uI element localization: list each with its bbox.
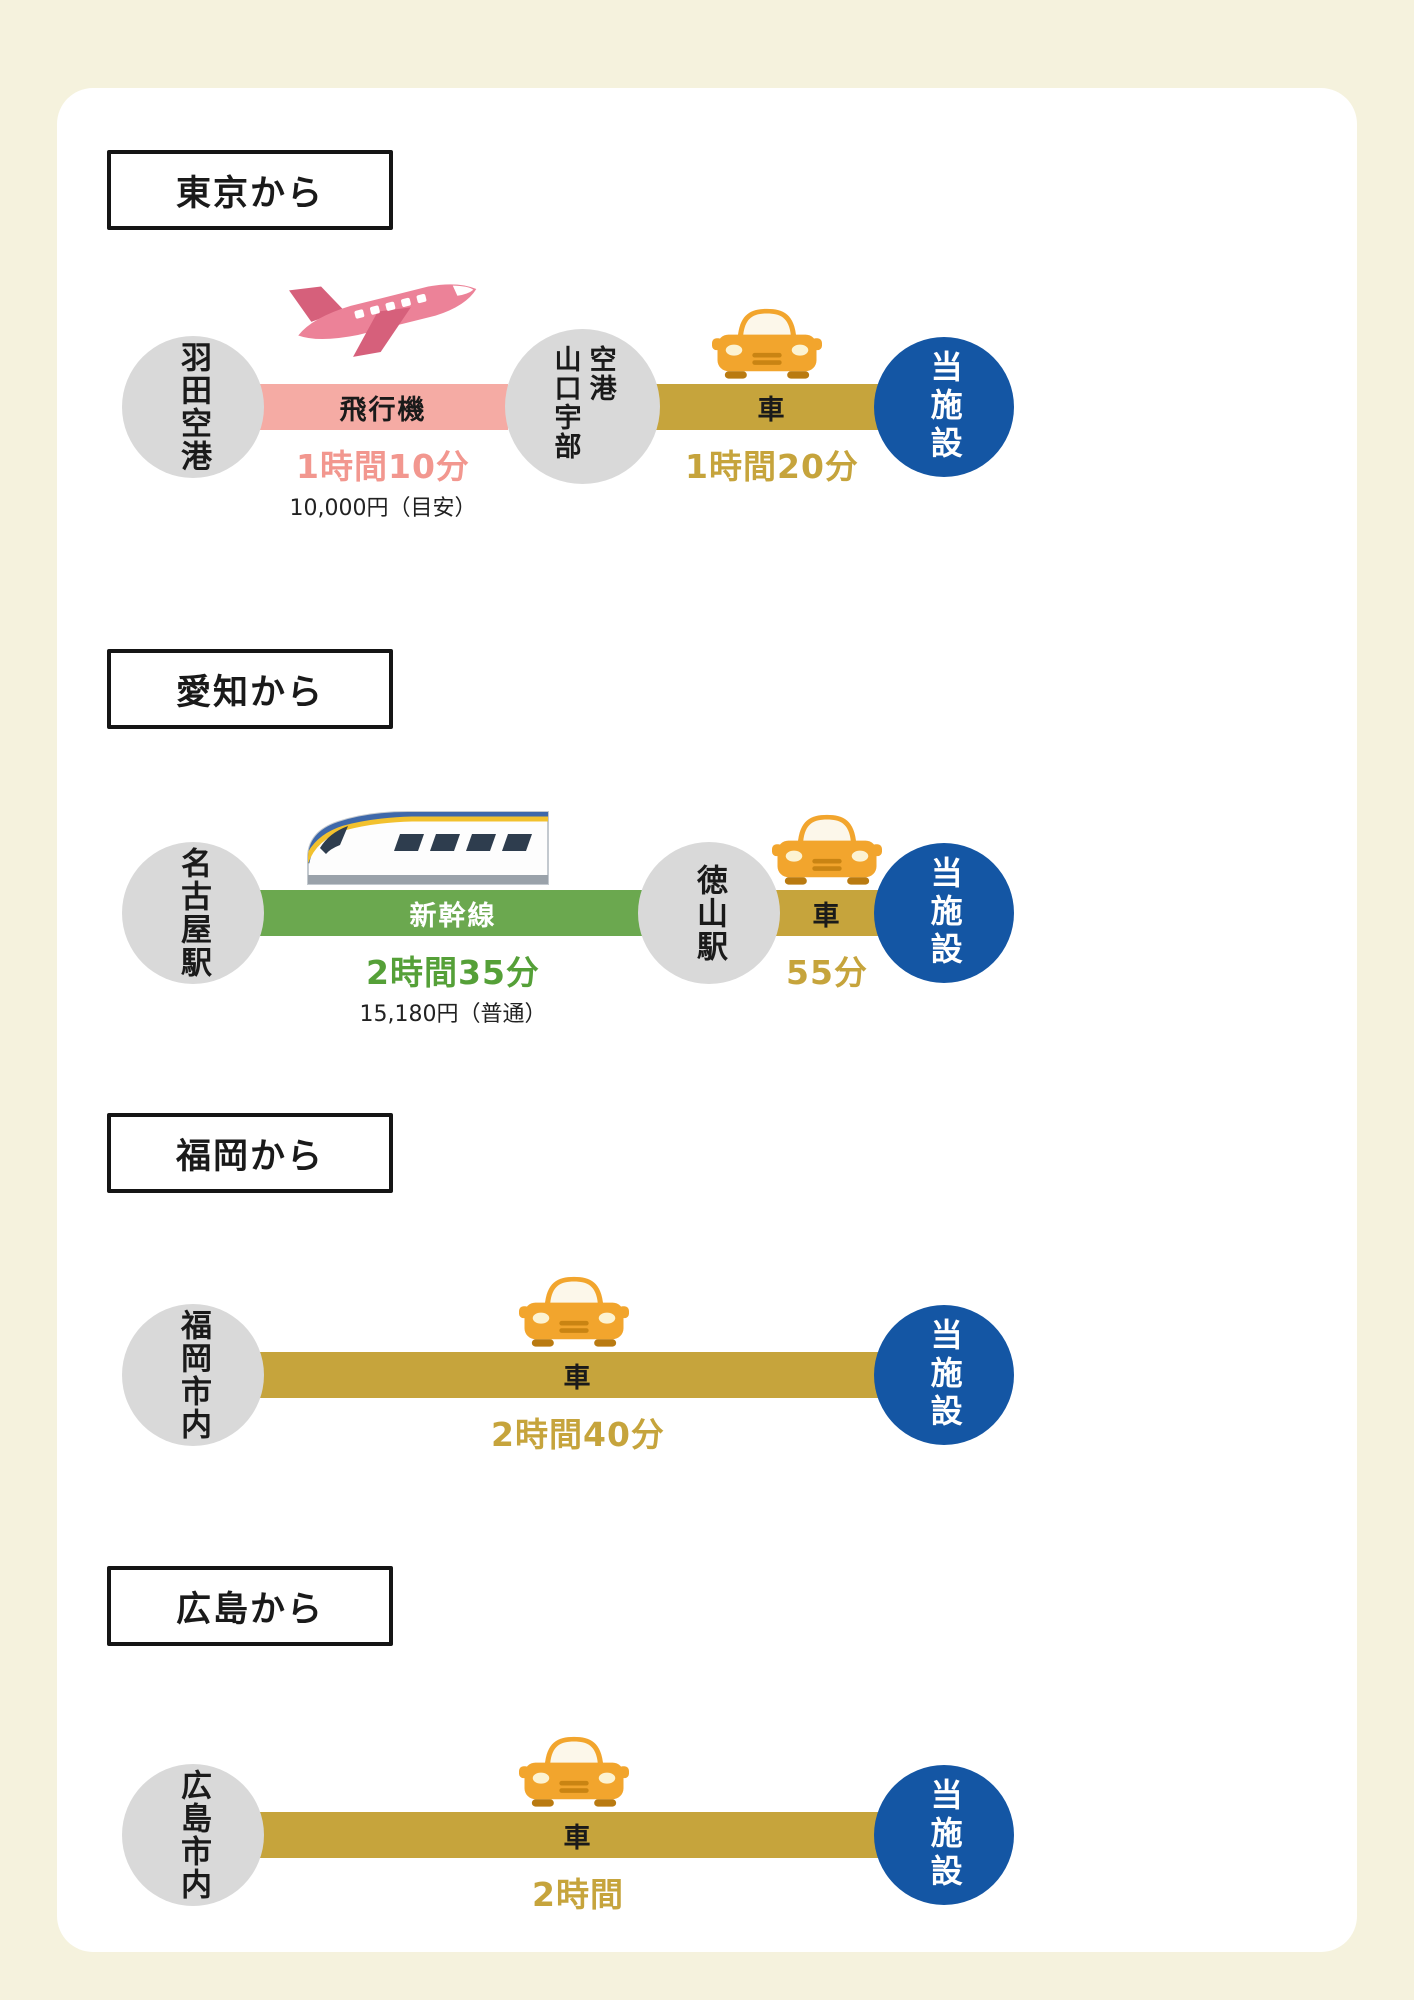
- segment-price: 15,180円（普通）: [359, 1002, 547, 1027]
- node-label: 当施設: [925, 1318, 964, 1432]
- node-label: 広島市内: [175, 1769, 212, 1901]
- shinkansen-icon: [302, 800, 552, 890]
- segment-bar-train: 新幹線: [258, 890, 648, 936]
- segment-bar-car: 車: [258, 1812, 898, 1858]
- segment-label: 車: [563, 1822, 593, 1854]
- segment-bar-car: 車: [647, 384, 897, 430]
- segment-label: 新幹線: [409, 900, 497, 932]
- section-title-label: 東京から: [175, 173, 324, 214]
- node-label: 名古屋駅: [175, 847, 212, 979]
- section-title-label: 愛知から: [175, 672, 324, 713]
- node-label: 当施設: [925, 856, 964, 970]
- segment-label: 車: [812, 900, 842, 932]
- segment-duration: 2時間: [532, 1875, 624, 1914]
- node-hiroshima-city: 広島市内: [122, 1764, 264, 1906]
- airplane-icon: [283, 250, 493, 372]
- segment-duration: 1時間20分: [685, 447, 859, 486]
- node-nagoya-station: 名古屋駅: [122, 842, 264, 984]
- segment-duration: 2時間40分: [491, 1415, 665, 1454]
- node-label: 福岡市内: [175, 1309, 212, 1441]
- node-label: 徳山駅: [691, 863, 728, 963]
- segment-label: 飛行機: [339, 394, 427, 426]
- node-facility: 当施設: [874, 1765, 1014, 1905]
- segment-bar-car: 車: [757, 890, 897, 936]
- section-title-label: 福岡から: [175, 1136, 324, 1177]
- car-icon: [519, 1728, 629, 1810]
- segment-label: 車: [563, 1362, 593, 1394]
- node-label: 羽田空港: [175, 341, 212, 473]
- node-haneda-airport: 羽田空港: [122, 336, 264, 478]
- segment-price: 10,000円（目安）: [289, 496, 477, 521]
- car-icon: [712, 300, 822, 382]
- segment-duration: 2時間35分: [366, 953, 540, 992]
- segment-duration: 1時間10分: [296, 447, 470, 486]
- node-facility: 当施設: [874, 1305, 1014, 1445]
- segment-bar-plane: 飛行機: [258, 384, 508, 430]
- access-infographic-card: 東京から 飛行機 1時間10分 10,000円（目安） 車 1時間20分 羽田空…: [57, 88, 1357, 1952]
- node-facility: 当施設: [874, 337, 1014, 477]
- section-title-aichi: 愛知から: [107, 649, 393, 729]
- segment-bar-car: 車: [258, 1352, 898, 1398]
- car-icon: [772, 806, 882, 888]
- section-title-fukuoka: 福岡から: [107, 1113, 393, 1193]
- node-yamaguchi-ube-airport: 山口宇部空港: [505, 329, 660, 484]
- car-icon: [519, 1268, 629, 1350]
- segment-duration: 55分: [786, 953, 868, 992]
- node-label: 当施設: [925, 350, 964, 464]
- node-label: 当施設: [925, 1778, 964, 1892]
- node-facility: 当施設: [874, 843, 1014, 983]
- section-title-tokyo: 東京から: [107, 150, 393, 230]
- segment-label: 車: [757, 394, 787, 426]
- node-label: 山口宇部空港: [549, 344, 616, 461]
- section-title-hiroshima: 広島から: [107, 1566, 393, 1646]
- node-tokuyama-station: 徳山駅: [638, 842, 780, 984]
- node-fukuoka-city: 福岡市内: [122, 1304, 264, 1446]
- section-title-label: 広島から: [175, 1589, 324, 1630]
